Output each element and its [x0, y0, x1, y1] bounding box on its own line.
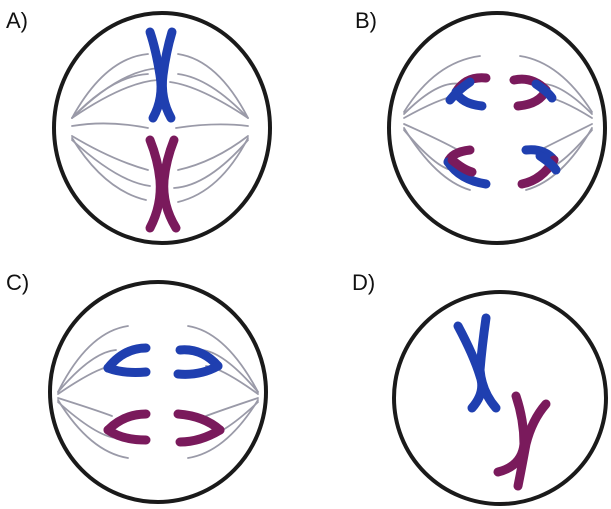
chromatid-c-purple-right — [178, 414, 220, 442]
panel-a-cell — [54, 13, 270, 243]
chromatid-c-purple-left — [108, 414, 146, 440]
chromosome-purple-a — [150, 140, 176, 228]
panel-d-cell — [394, 292, 606, 504]
chromatid-c-blue-left — [108, 348, 146, 373]
cell-membrane-b — [389, 13, 605, 243]
chromosome-purple-d — [498, 396, 546, 486]
cell-membrane-c — [50, 282, 266, 502]
spindle-fibers-c — [58, 326, 258, 458]
chromosome-blue-a — [150, 32, 172, 118]
spindle-fibers-b — [404, 56, 592, 190]
panel-b-cell — [389, 13, 605, 243]
chromosome-blue-d — [458, 318, 496, 408]
chromatid-b-upper-left — [450, 78, 486, 106]
panel-c-cell — [50, 282, 266, 502]
chromatid-b-lower-right — [522, 150, 556, 184]
chromatid-b-lower-left — [448, 150, 486, 184]
chromatid-b-upper-right — [514, 79, 552, 106]
